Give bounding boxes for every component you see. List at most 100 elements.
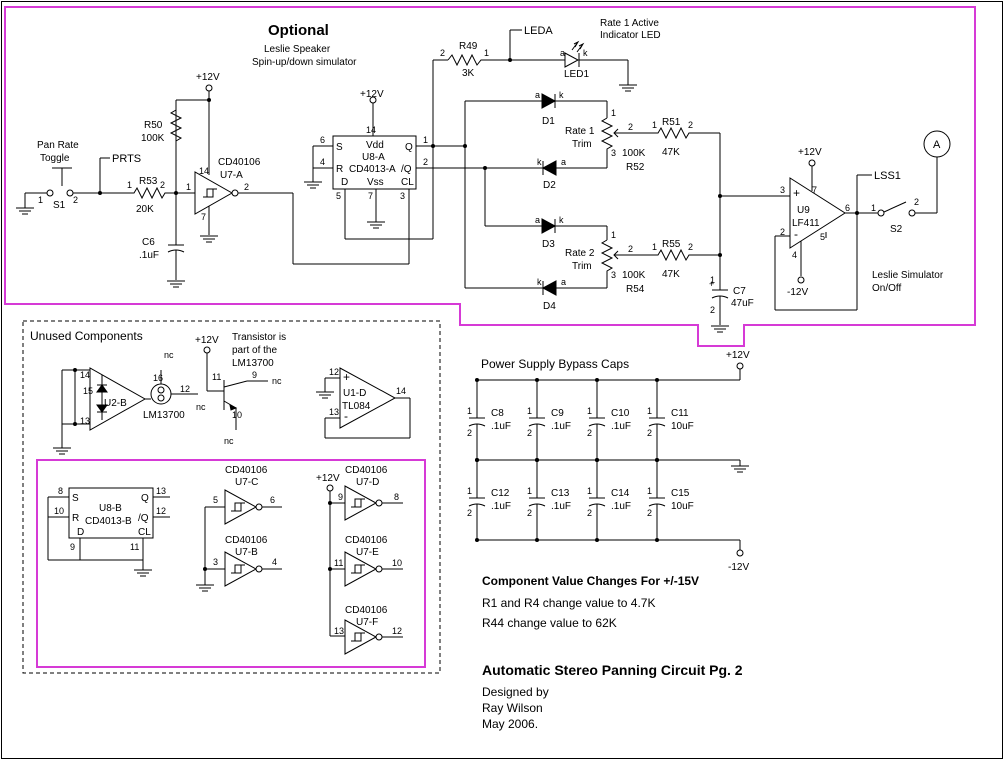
u1d-pin14: 14	[396, 386, 406, 396]
r54-trim-2: Trim	[572, 261, 592, 272]
c10-pin2: 2	[587, 428, 592, 438]
d2-name: D2	[543, 180, 556, 191]
u8a-pin4: 4	[320, 157, 325, 167]
d4-k: k	[537, 277, 542, 287]
u2b-part: LM13700	[143, 410, 185, 421]
u8b-pin11: 11	[130, 542, 139, 552]
u7c-part: CD40106	[225, 465, 268, 476]
u9-part: LF411	[792, 218, 820, 229]
c10-pin1: 1	[587, 406, 592, 416]
u8a-name: U8-A	[362, 152, 385, 163]
r53-value: 20K	[136, 204, 154, 215]
u8b-d: D	[77, 527, 84, 538]
c7-pin1: 1	[710, 275, 715, 285]
u7a-supply: +12V	[196, 72, 220, 83]
leslie-switch-label-2: On/Off	[872, 283, 901, 294]
u8b-q: Q	[141, 493, 149, 504]
u2b-pin16: 16	[153, 373, 163, 383]
u7a-part: CD40106	[218, 157, 261, 168]
u7a-pin7: 7	[201, 212, 206, 222]
c9-pin1: 1	[527, 406, 532, 416]
u7f-pin13: 13	[334, 626, 344, 636]
unused-gates-border	[36, 459, 426, 668]
c8-pin1: 1	[467, 406, 472, 416]
u8a-q: Q	[405, 142, 413, 153]
d2-k: k	[537, 157, 542, 167]
u8a-pin2: 2	[423, 157, 428, 167]
u8a-d: D	[341, 177, 348, 188]
u8a-part: CD4013-A	[349, 164, 396, 175]
c7-value: 47uF	[731, 298, 754, 309]
c13-value: .1uF	[551, 501, 571, 512]
c10-name: C10	[611, 408, 630, 419]
r55-pin1: 1	[652, 242, 657, 252]
transistor-nc-10: nc	[224, 436, 234, 446]
lss1-net-label: LSS1	[874, 170, 901, 182]
u9-plus: +	[793, 186, 800, 200]
c9-pin2: 2	[527, 428, 532, 438]
c13-name: C13	[551, 488, 570, 499]
bypass-supply-pos: +12V	[726, 350, 750, 361]
u8b-box	[68, 487, 154, 539]
r52-pin2: 2	[628, 122, 633, 132]
s2-name: S2	[890, 224, 903, 235]
u8b-pin13: 13	[156, 486, 166, 496]
rate-indicator-label-1: Rate 1 Active	[600, 18, 659, 29]
credit-line-3: May 2006.	[482, 717, 538, 731]
leslie-label-2: Spin-up/down simulator	[252, 57, 357, 68]
bypass-heading: Power Supply Bypass Caps	[481, 357, 629, 371]
transistor-supply: +12V	[195, 335, 219, 346]
u9-pin6: 6	[845, 203, 850, 213]
u9-pin5: 5	[820, 232, 825, 242]
credit-line-2: Ray Wilson	[482, 701, 543, 715]
optional-heading: Optional	[268, 22, 329, 39]
s1-label-2: Toggle	[40, 153, 70, 164]
u8a-pin14: 14	[366, 125, 376, 135]
d4-a: a	[561, 277, 566, 287]
unused-components-border	[22, 320, 441, 674]
transistor-nc-9: nc	[272, 376, 282, 386]
u8b-pin8: 8	[58, 486, 63, 496]
u7e-pin11: 11	[334, 558, 343, 568]
u2b-nc-12: nc	[196, 402, 206, 412]
u8a-s: S	[336, 142, 343, 153]
r55-name: R55	[662, 239, 681, 250]
u1d-part: TL084	[342, 401, 371, 412]
d3-a: a	[535, 215, 540, 225]
c15-value: 10uF	[671, 501, 694, 512]
s2-pin1: 1	[871, 203, 876, 213]
r54-pin3: 3	[611, 270, 616, 280]
u7a-pin14: 14	[199, 166, 209, 176]
c6-value: .1uF	[139, 250, 159, 261]
u7b-pin3: 3	[213, 557, 218, 567]
switch-s1	[15, 167, 130, 215]
u7c-pin6: 6	[270, 495, 275, 505]
led1-k: k	[583, 48, 588, 58]
u9-pin7: 7	[812, 185, 817, 195]
r52-name: R52	[626, 162, 645, 173]
u8b-nq: /Q	[138, 513, 149, 524]
r49-pin2: 2	[440, 48, 445, 58]
u2b-name: U2-B	[104, 398, 127, 409]
u7def-supply: +12V	[316, 473, 340, 484]
leda-net-label: LEDA	[524, 25, 553, 37]
c15-name: C15	[671, 488, 690, 499]
u8a-nq: /Q	[401, 164, 412, 175]
r49-pin1: 1	[484, 48, 489, 58]
c14-pin2: 2	[587, 508, 592, 518]
change-note-2: R44 change value to 62K	[482, 616, 617, 630]
s1-label-1: Pan Rate	[37, 140, 79, 151]
r50-name: R50	[144, 120, 163, 131]
c8-pin2: 2	[467, 428, 472, 438]
r49-value: 3K	[462, 68, 475, 79]
u7b-name: U7-B	[235, 547, 258, 558]
r55-pin2: 2	[688, 242, 693, 252]
changes-title: Component Value Changes For +/-15V	[482, 574, 699, 588]
u9-minus: -	[794, 227, 798, 241]
c12-pin1: 1	[467, 486, 472, 496]
